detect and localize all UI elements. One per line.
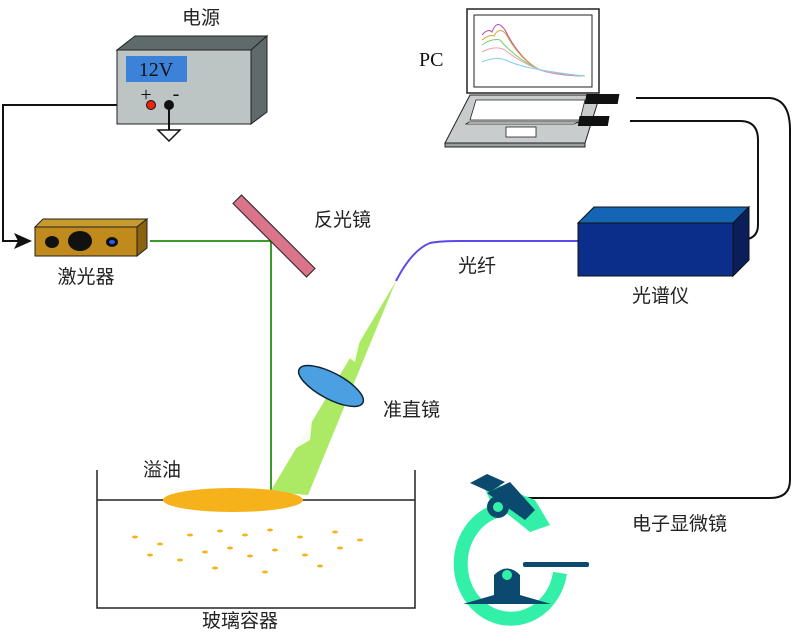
voltage-readout: 12V [139, 59, 174, 81]
minus-terminal-label: - [173, 83, 180, 105]
laptop-pc [444, 8, 620, 148]
ground-icon [156, 129, 182, 143]
power-supply: 12V + - [115, 34, 269, 143]
pc-label: PC [419, 49, 443, 71]
oil-slick [163, 488, 303, 512]
microscope [453, 474, 589, 626]
spectrum-plot [481, 24, 586, 77]
positive-terminal [146, 100, 156, 110]
power-wire [2, 104, 151, 242]
voltage-display [126, 56, 187, 82]
wire-arrow-icon [14, 233, 32, 249]
laser-beam [150, 240, 272, 492]
fiber-label: 光纤 [458, 255, 496, 277]
oil-spill-label: 溢油 [143, 459, 181, 481]
laser-label: 激光器 [57, 266, 114, 288]
keyboard [464, 99, 586, 138]
laser [33, 217, 149, 258]
usb-plug-bottom [577, 116, 610, 126]
mirror-label: 反光镜 [314, 209, 371, 231]
container-label: 玻璃容器 [202, 610, 278, 632]
spectrometer [576, 205, 751, 278]
power-supply-label: 电源 [182, 7, 220, 29]
reflector-mirror [232, 194, 316, 278]
collimator-lens [297, 364, 365, 408]
microscope-label: 电子显微镜 [632, 513, 727, 535]
collimator-label: 准直镜 [383, 399, 440, 421]
oil-droplets [132, 528, 363, 574]
plus-terminal-label: + [140, 84, 151, 106]
optical-fiber [395, 240, 578, 282]
spectrometer-label: 光谱仪 [632, 285, 689, 307]
usb-plug-top [584, 94, 620, 104]
